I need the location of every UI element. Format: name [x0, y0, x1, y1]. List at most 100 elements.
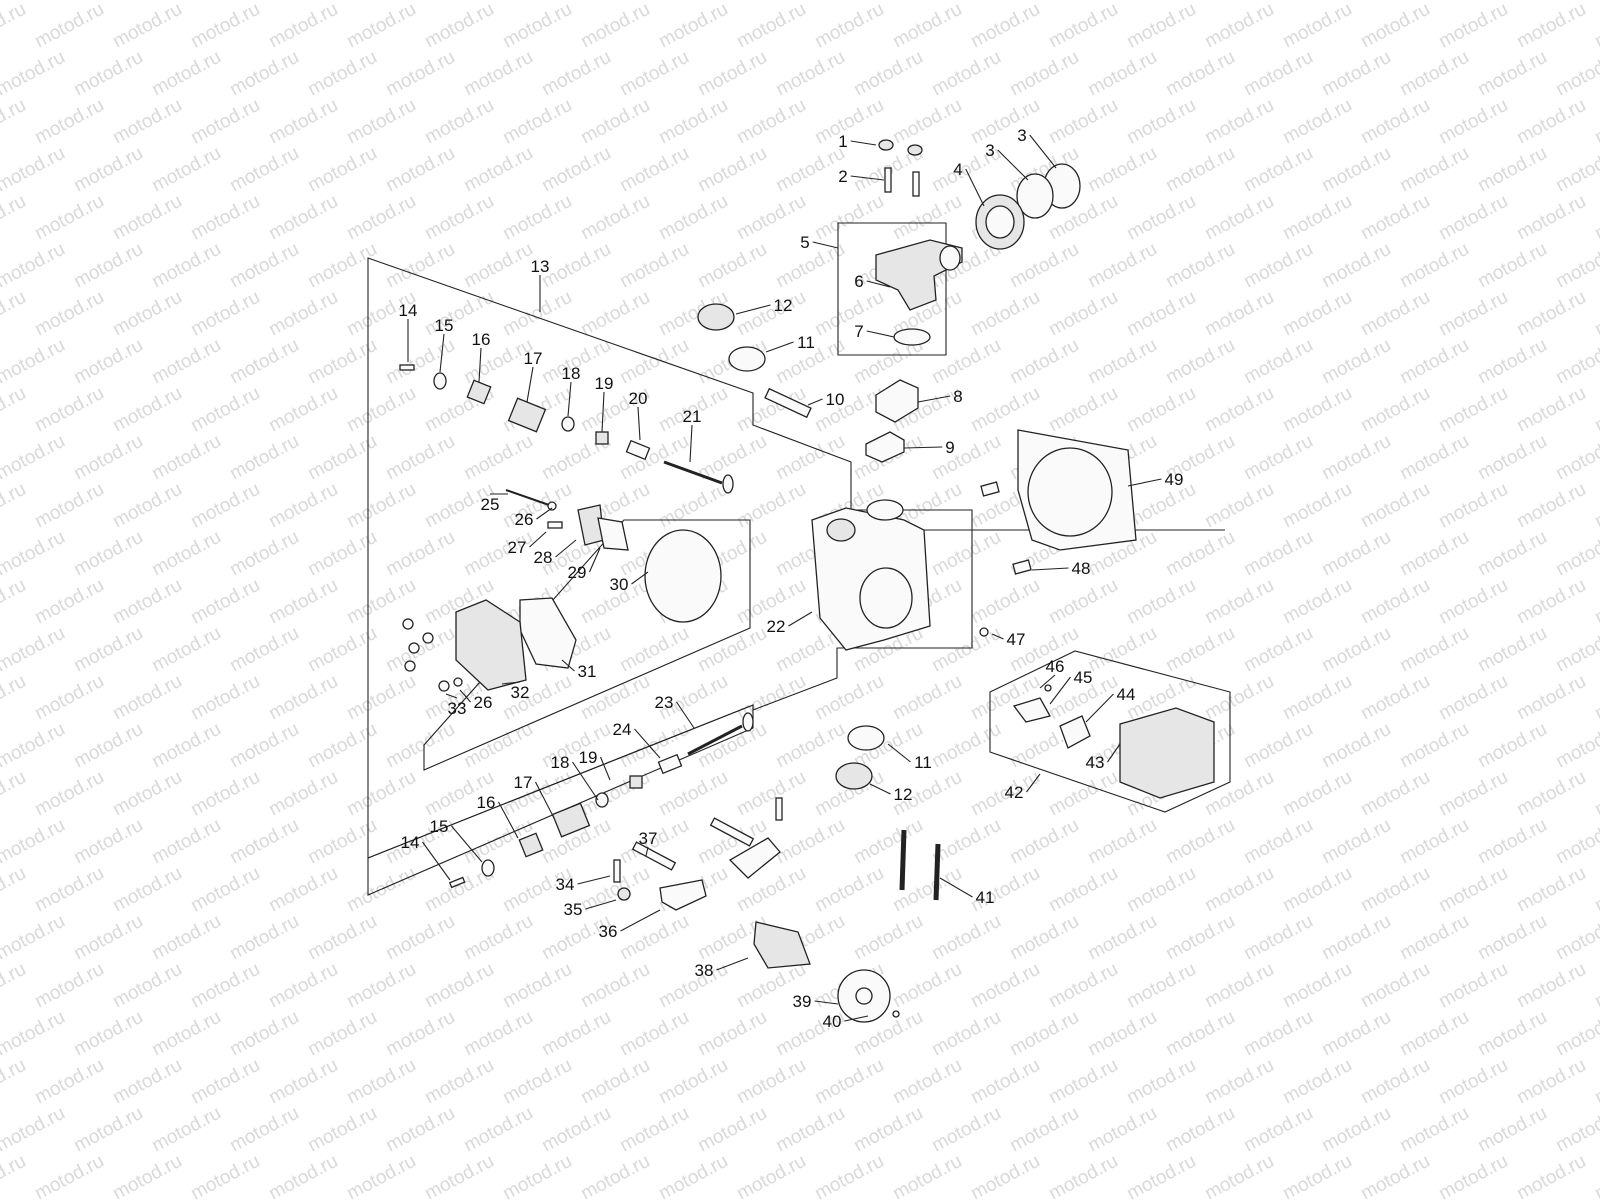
watermark-text: motod.ru	[1162, 527, 1238, 581]
watermark-text: motod.ru	[1279, 671, 1355, 725]
watermark-text: motod.ru	[1240, 911, 1316, 965]
callout-number: 21	[683, 407, 702, 426]
callout-number: 40	[823, 1012, 842, 1031]
watermark-text: motod.ru	[226, 1007, 302, 1061]
watermark-text: motod.ru	[577, 1151, 653, 1200]
watermark-text: motod.ru	[0, 47, 69, 101]
watermark-text: motod.ru	[772, 0, 848, 4]
watermark-text: motod.ru	[1357, 1055, 1433, 1109]
watermark-text: motod.ru	[1201, 479, 1277, 533]
watermark-text: motod.ru	[1240, 431, 1316, 485]
seat-18-top	[561, 416, 575, 432]
watermark-text: motod.ru	[928, 623, 1004, 677]
watermark-text: motod.ru	[811, 671, 887, 725]
watermark-text: motod.ru	[694, 623, 770, 677]
watermark-text: motod.ru	[187, 287, 263, 341]
leader-line	[1029, 134, 1057, 169]
watermark-text: motod.ru	[70, 1103, 146, 1157]
watermark-text: motod.ru	[109, 1055, 185, 1109]
watermark-text: motod.ru	[460, 1103, 536, 1157]
watermark-text: motod.ru	[1396, 1103, 1472, 1157]
watermark-text: motod.ru	[1279, 575, 1355, 629]
leader-line	[501, 681, 521, 685]
watermark-text: motod.ru	[265, 0, 341, 52]
leader-line	[422, 841, 451, 881]
callout-number: 19	[595, 374, 614, 393]
watermark-text: motod.ru	[1357, 0, 1433, 52]
watermark-text: motod.ru	[0, 479, 30, 533]
watermark-text: motod.ru	[1552, 431, 1600, 485]
leader-line	[917, 395, 951, 403]
watermark-text: motod.ru	[1591, 863, 1600, 917]
callout-number: 35	[564, 900, 583, 919]
bolt-46	[1044, 684, 1052, 692]
watermark-text: motod.ru	[382, 335, 458, 389]
watermark-text: motod.ru	[382, 143, 458, 197]
watermark-text: motod.ru	[967, 959, 1043, 1013]
watermark-text: motod.ru	[1045, 287, 1121, 341]
retainer-15-low	[481, 859, 495, 877]
watermark-text: motod.ru	[499, 191, 575, 245]
valve-assembly-frame-lower	[367, 704, 754, 896]
watermark-text: motod.ru	[109, 863, 185, 917]
o-ring-7	[893, 328, 931, 346]
watermark-text: motod.ru	[226, 335, 302, 389]
watermark-text: motod.ru	[928, 911, 1004, 965]
callout-number: 48	[1072, 559, 1091, 578]
watermark-text: motod.ru	[148, 0, 224, 4]
watermark-text: motod.ru	[1396, 623, 1472, 677]
watermark-text: motod.ru	[109, 191, 185, 245]
watermark-text: motod.ru	[1123, 575, 1199, 629]
watermark-text: motod.ru	[109, 671, 185, 725]
watermark-text: motod.ru	[1474, 623, 1550, 677]
leader-line	[676, 701, 695, 729]
watermark-text: motod.ru	[1162, 335, 1238, 389]
watermark-text: motod.ru	[1240, 1007, 1316, 1061]
watermark-text: motod.ru	[1513, 671, 1589, 725]
watermark-text: motod.ru	[382, 623, 458, 677]
leader-line	[445, 693, 458, 699]
watermark-text: motod.ru	[265, 383, 341, 437]
watermark-text: motod.ru	[460, 239, 536, 293]
watermark-text: motod.ru	[1045, 1055, 1121, 1109]
watermark-text: motod.ru	[148, 239, 224, 293]
watermark-text: motod.ru	[0, 911, 69, 965]
guide-20-top	[625, 439, 651, 461]
watermark-text: motod.ru	[31, 287, 107, 341]
watermark-text: motod.ru	[928, 527, 1004, 581]
watermark-text: motod.ru	[967, 1055, 1043, 1109]
watermark-text: motod.ru	[1162, 239, 1238, 293]
watermark-text: motod.ru	[1201, 1055, 1277, 1109]
watermark-text: motod.ru	[70, 1007, 146, 1061]
callout-number: 32	[511, 683, 530, 702]
bolt-32a	[402, 618, 414, 630]
watermark-text: motod.ru	[1474, 239, 1550, 293]
watermark-text: motod.ru	[0, 959, 30, 1013]
watermark-text: motod.ru	[382, 431, 458, 485]
watermark-text: motod.ru	[1552, 1007, 1600, 1061]
watermark-text: motod.ru	[421, 95, 497, 149]
watermark-text: motod.ru	[109, 287, 185, 341]
watermark-text: motod.ru	[148, 431, 224, 485]
watermark-text: motod.ru	[850, 911, 926, 965]
watermark-text: motod.ru	[1435, 575, 1511, 629]
watermark-text: motod.ru	[1240, 239, 1316, 293]
callout-number: 8	[953, 387, 962, 406]
watermark-text: motod.ru	[1318, 431, 1394, 485]
watermark-text: motod.ru	[1435, 863, 1511, 917]
watermark-text: motod.ru	[1396, 0, 1472, 4]
watermark-text: motod.ru	[1240, 0, 1316, 4]
watermark-text: motod.ru	[1435, 191, 1511, 245]
watermark-text: motod.ru	[460, 143, 536, 197]
callout-layer: 1233456789101112131415161718192021222526…	[399, 126, 1184, 1031]
watermark-text: motod.ru	[655, 95, 731, 149]
watermark-text: motod.ru	[928, 719, 1004, 773]
watermark-text: motod.ru	[265, 287, 341, 341]
watermark-text: motod.ru	[1474, 47, 1550, 101]
watermark-text: motod.ru	[616, 0, 692, 4]
watermark-text: motod.ru	[0, 623, 69, 677]
watermark-text: motod.ru	[382, 47, 458, 101]
side-cover-43	[1119, 707, 1215, 799]
callout-number: 31	[578, 662, 597, 681]
watermark-text: motod.ru	[616, 239, 692, 293]
